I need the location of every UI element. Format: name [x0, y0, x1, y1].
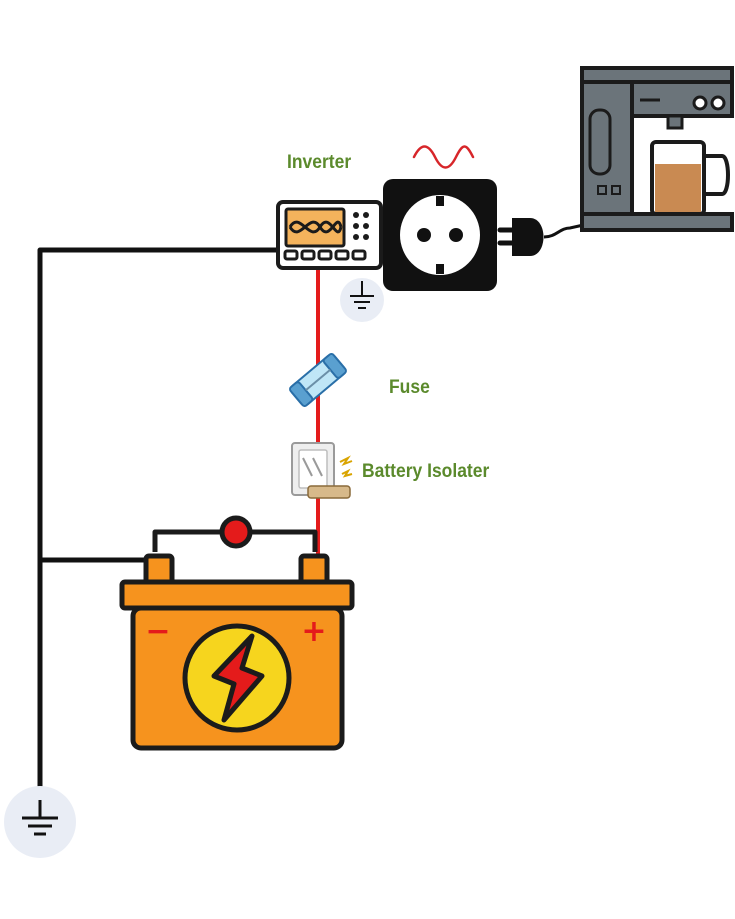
- ground-symbol-icon: [4, 786, 76, 858]
- fuse-label: Fuse: [389, 377, 430, 398]
- battery-strap: [152, 515, 318, 552]
- battery-negative-symbol: −: [145, 614, 170, 649]
- car-battery-icon: [119, 553, 355, 751]
- ac-sine-wave-icon: [412, 145, 475, 169]
- power-outlet-icon: [383, 179, 497, 291]
- plug-icon: [497, 218, 589, 256]
- battery-positive-symbol: +: [301, 614, 326, 649]
- coffee-maker-icon: [580, 66, 734, 232]
- battery-isolater-label: Battery Isolater: [362, 461, 490, 482]
- inverter-label: Inverter: [287, 152, 352, 173]
- fuse-icon: [289, 353, 347, 407]
- battery-isolator-switch-icon: [291, 442, 353, 499]
- ground-symbol-icon: [340, 278, 384, 322]
- inverter-icon: [276, 200, 383, 270]
